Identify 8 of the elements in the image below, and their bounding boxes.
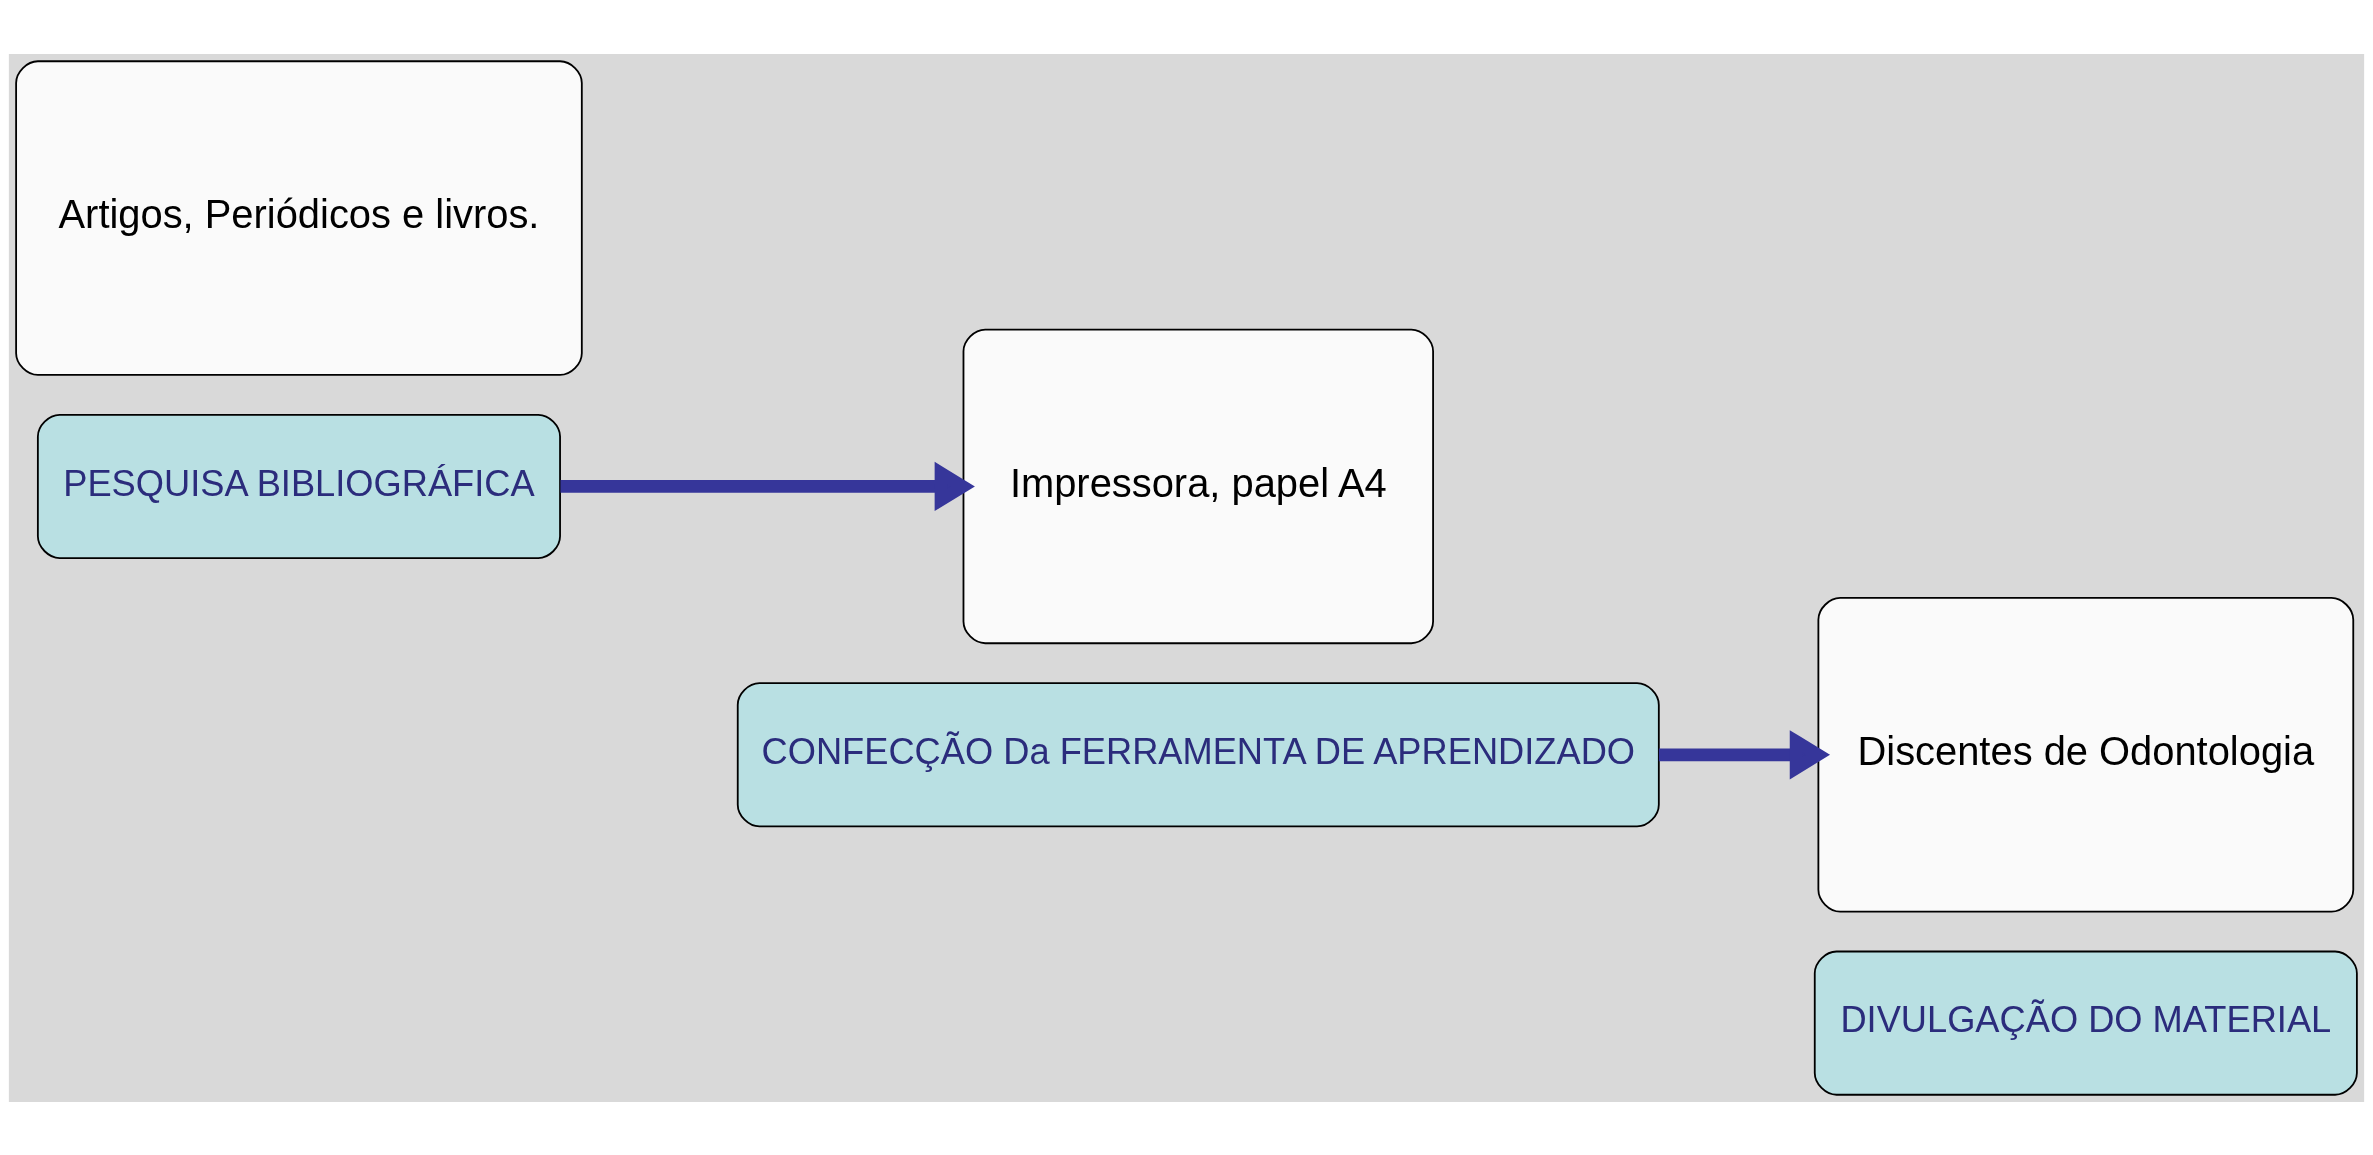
node-box: DIVULGAÇÃO DO MATERIAL [1813, 950, 2358, 1096]
node-box: PESQUISA BIBLIOGRÁFICA [36, 413, 561, 559]
node-box: CONFECÇÃO Da FERRAMENTA DE APRENDIZADO [736, 681, 1660, 827]
arrow [560, 461, 975, 511]
node-box: Artigos, Periódicos e livros. [15, 59, 583, 376]
arrow [1658, 729, 1830, 779]
node-box: Discentes de Odontologia [1817, 596, 2355, 913]
node-box: Impressora, papel A4 [962, 328, 1434, 644]
